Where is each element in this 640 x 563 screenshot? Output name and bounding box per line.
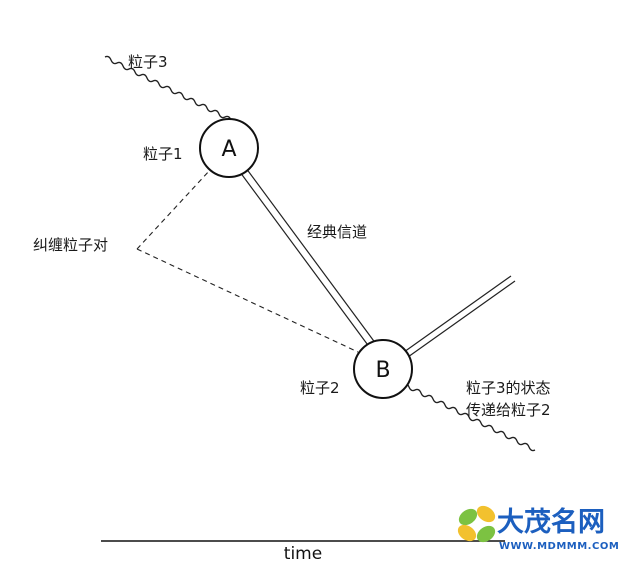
node-b-letter: B [375, 358, 390, 383]
state-transfer-line2: 传递给粒子2 [466, 401, 551, 419]
entangled-pair-lines [136, 169, 359, 353]
node-b: B [353, 339, 413, 399]
particle3-label: 粒子3 [128, 53, 168, 71]
classical-channel-line [236, 163, 380, 353]
classical-channel-label: 经典信道 [307, 223, 367, 241]
outgoing-double-line [403, 275, 516, 358]
watermark-logo: 大茂名网 WWW.MDMMM.COM [457, 505, 619, 552]
watermark-url: WWW.MDMMM.COM [499, 541, 619, 552]
particle2-wave-out [402, 382, 536, 452]
particle3-wave-in [104, 55, 235, 127]
watermark-name: 大茂名网 [497, 506, 605, 538]
time-axis-label: time [284, 544, 322, 563]
clover-logo-icon [457, 505, 496, 543]
state-transfer-line1: 粒子3的状态 [466, 379, 551, 397]
particle1-label: 粒子1 [143, 145, 183, 163]
node-a-letter: A [221, 137, 236, 162]
entangled-pair-label: 纠缠粒子对 [33, 236, 108, 254]
particle2-label: 粒子2 [300, 379, 340, 397]
node-a: A [199, 118, 259, 178]
